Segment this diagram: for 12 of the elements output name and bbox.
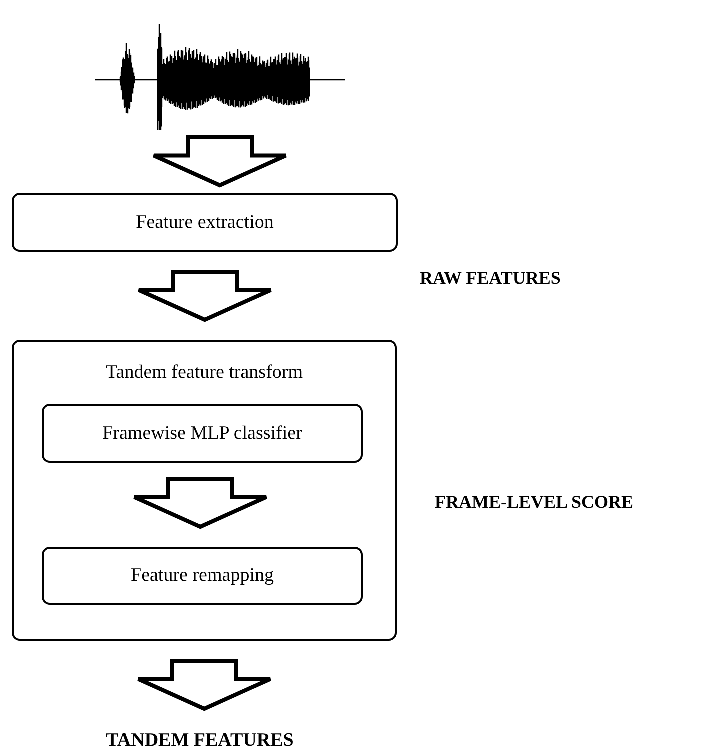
block-arrow (132, 477, 268, 530)
output-label: TANDEM FEATURES (100, 729, 300, 753)
process-box: Feature extraction (12, 193, 398, 252)
block-arrow (137, 270, 273, 322)
block-arrow (152, 136, 288, 188)
group-title: Tandem feature transform (104, 361, 304, 385)
group-box (12, 340, 397, 641)
stage-label: RAW FEATURES (420, 267, 561, 290)
block-arrow (136, 659, 272, 712)
process-box: Framewise MLP classifier (42, 404, 363, 463)
process-box: Feature remapping (42, 547, 363, 605)
stage-label: FRAME-LEVEL SCORE (435, 491, 634, 514)
